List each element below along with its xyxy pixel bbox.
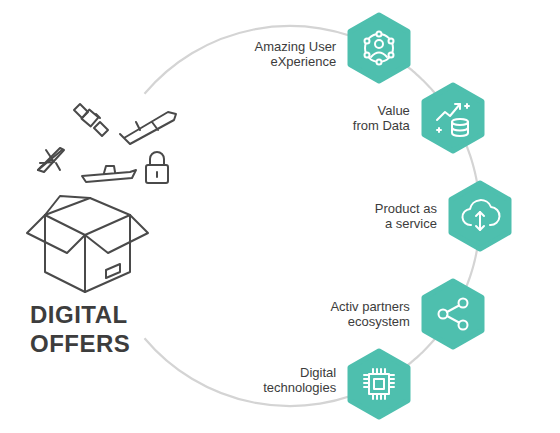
circle-arc-bottom (145, 338, 380, 406)
satellite-body (82, 110, 99, 127)
icon-stroke (476, 212, 484, 216)
box-back-flap (45, 196, 90, 215)
hexagon-outline (350, 15, 408, 81)
hexagon-outline (424, 281, 482, 347)
icon-stroke (364, 369, 394, 399)
icon-stroke (365, 34, 393, 62)
circle-arc-top (145, 26, 380, 94)
icon-stroke (365, 39, 370, 44)
icon-stroke (374, 379, 384, 389)
title-label: DIGITAL OFFERS (30, 300, 165, 358)
node-label: Value from Data (350, 103, 410, 133)
ship-icon (82, 166, 136, 182)
icon-stroke (452, 128, 468, 131)
hexagon-shape (420, 82, 486, 154)
node-label: Digital technologies (258, 365, 336, 395)
icon-stroke (458, 298, 467, 307)
hexagon-outline (350, 351, 408, 417)
satellite-panels (74, 104, 108, 136)
node-label: Amazing User eXperience (236, 39, 336, 69)
circle-connector (405, 339, 435, 367)
icon-stroke (389, 39, 394, 44)
icon-stroke (455, 104, 460, 109)
icon-stroke (452, 122, 468, 136)
open-box (27, 196, 148, 292)
hexagon-shape (447, 180, 513, 252)
node-label: Product as a service (369, 201, 437, 231)
box-label (106, 264, 120, 278)
circle-connector (467, 146, 478, 185)
icon-stroke (476, 226, 484, 230)
icon-stroke (371, 53, 387, 58)
icon-stroke (375, 40, 383, 48)
circle-arc (145, 26, 380, 406)
icon-stroke (389, 53, 394, 58)
icon-stroke (437, 104, 460, 120)
icon-stroke (365, 53, 370, 58)
hexagon-icon (438, 298, 467, 329)
box-right-flap (85, 215, 148, 253)
product-icons (38, 104, 176, 183)
hexagon-icon (365, 32, 394, 65)
hexagon-node: Value from Data (420, 82, 486, 154)
hexagon-outline (451, 183, 509, 249)
hexagon-node: Product as a service (447, 180, 513, 252)
hexagon-node: Activ partners ecosystem (420, 278, 486, 350)
box-left-face (45, 215, 85, 292)
hexagon-node: Digital technologies (346, 348, 412, 420)
icon-stroke (438, 309, 447, 318)
icon-stroke (479, 212, 481, 230)
icon-stroke (369, 374, 389, 394)
icon-stroke (452, 119, 468, 125)
hexagon-shape (346, 12, 412, 84)
icon-stroke (377, 32, 382, 37)
plane-body (38, 148, 64, 172)
circle-connector (467, 247, 478, 286)
hexagon-node: Amazing User eXperience (346, 12, 412, 84)
box-back-edge (45, 198, 130, 215)
icon-stroke (458, 320, 467, 329)
icon-stroke (437, 104, 469, 132)
hexagon-icon (462, 200, 499, 230)
icon-stroke (377, 60, 382, 65)
hexagon-icon (364, 369, 394, 399)
box-left-flap (27, 215, 85, 253)
lock-shackle (150, 152, 164, 177)
icon-stroke (447, 305, 459, 322)
hexagon-shape (420, 278, 486, 350)
hexagon-icon (437, 104, 469, 136)
circle-connector (405, 65, 435, 93)
hexagon-outline (424, 85, 482, 151)
node-label: Activ partners ecosystem (315, 299, 410, 329)
jet-icon (120, 112, 176, 144)
hexagon-shape (346, 348, 412, 420)
